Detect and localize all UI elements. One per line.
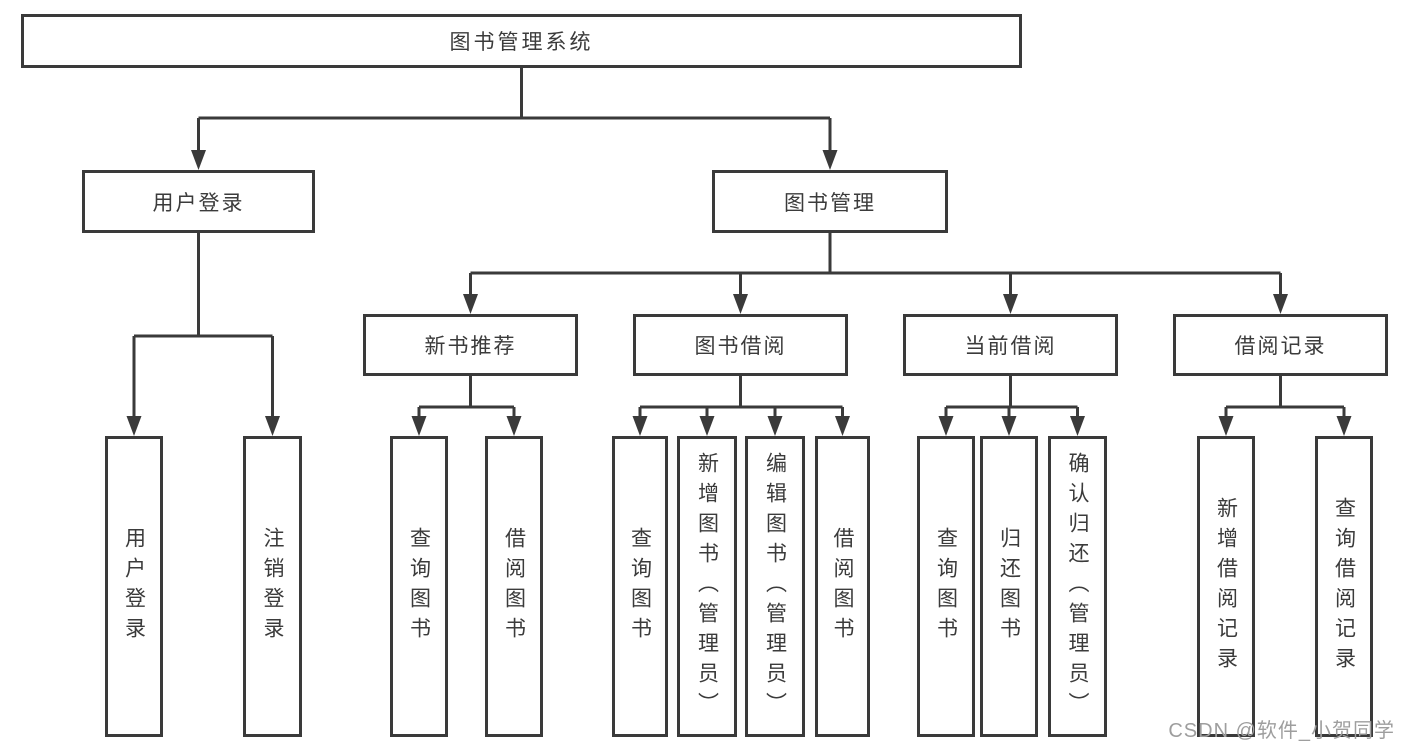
node-book-management: 图书管理: [712, 170, 948, 233]
leaf-query-books-3: 查询图书: [917, 436, 975, 737]
leaf-query-books-2: 查询图书: [612, 436, 668, 737]
node-root: 图书管理系统: [21, 14, 1022, 68]
node-new-book-recommend: 新书推荐: [363, 314, 578, 376]
node-current-borrow: 当前借阅: [903, 314, 1118, 376]
leaf-query-borrow-record-label: 查询借阅记录: [1332, 496, 1356, 677]
node-user-login: 用户登录: [82, 170, 315, 233]
leaf-add-borrow-record-label: 新增借阅记录: [1214, 496, 1238, 677]
node-user-login-label: 用户登录: [152, 191, 245, 215]
leaf-edit-books-admin-label: 编辑图书（管理员）: [763, 451, 787, 722]
node-borrow-records-label: 借阅记录: [1234, 335, 1327, 358]
node-root-label: 图书管理系统: [449, 31, 594, 54]
leaf-borrow-books-1: 借阅图书: [485, 436, 543, 737]
leaf-borrow-books-2: 借阅图书: [815, 436, 870, 737]
leaf-edit-books-admin: 编辑图书（管理员）: [745, 436, 805, 737]
leaf-return-books-label: 归还图书: [997, 526, 1021, 647]
node-new-book-recommend-label: 新书推荐: [424, 335, 517, 358]
book-borrow-connectors: [632, 376, 850, 436]
leaf-logout-label: 注销登录: [261, 526, 284, 647]
leaf-add-books-admin-label: 新增图书（管理员）: [695, 451, 719, 722]
leaf-return-books: 归还图书: [980, 436, 1038, 737]
new-book-recommend-connectors: [411, 376, 522, 436]
node-book-borrow-label: 图书借阅: [694, 335, 787, 358]
leaf-query-borrow-record: 查询借阅记录: [1315, 436, 1373, 737]
leaf-logout: 注销登录: [243, 436, 302, 737]
root-to-level2-connectors: [191, 68, 838, 170]
node-current-borrow-label: 当前借阅: [964, 335, 1057, 358]
leaf-borrow-books-2-label: 借阅图书: [831, 526, 854, 647]
borrow-records-connectors: [1218, 376, 1352, 436]
node-book-management-label: 图书管理: [784, 191, 876, 215]
leaf-user-login-label: 用户登录: [122, 526, 146, 647]
book-management-to-level3-connectors: [463, 233, 1288, 314]
node-book-borrow: 图书借阅: [633, 314, 848, 376]
user-login-to-leaves-connectors: [126, 233, 280, 436]
leaf-borrow-books-1-label: 借阅图书: [502, 526, 526, 647]
leaf-query-books-1: 查询图书: [390, 436, 448, 737]
leaf-query-books-1-label: 查询图书: [407, 526, 431, 647]
csdn-watermark: CSDN @软件_小贺同学: [1168, 720, 1395, 742]
leaf-query-books-2-label: 查询图书: [628, 526, 652, 647]
leaf-confirm-return-admin: 确认归还（管理员）: [1048, 436, 1107, 737]
leaf-query-books-3-label: 查询图书: [934, 526, 958, 647]
leaf-user-login: 用户登录: [105, 436, 163, 737]
current-borrow-connectors: [938, 376, 1085, 436]
leaf-add-borrow-record: 新增借阅记录: [1197, 436, 1255, 737]
leaf-confirm-return-admin-label: 确认归还（管理员）: [1066, 451, 1089, 722]
node-borrow-records: 借阅记录: [1173, 314, 1388, 376]
leaf-add-books-admin: 新增图书（管理员）: [677, 436, 737, 737]
